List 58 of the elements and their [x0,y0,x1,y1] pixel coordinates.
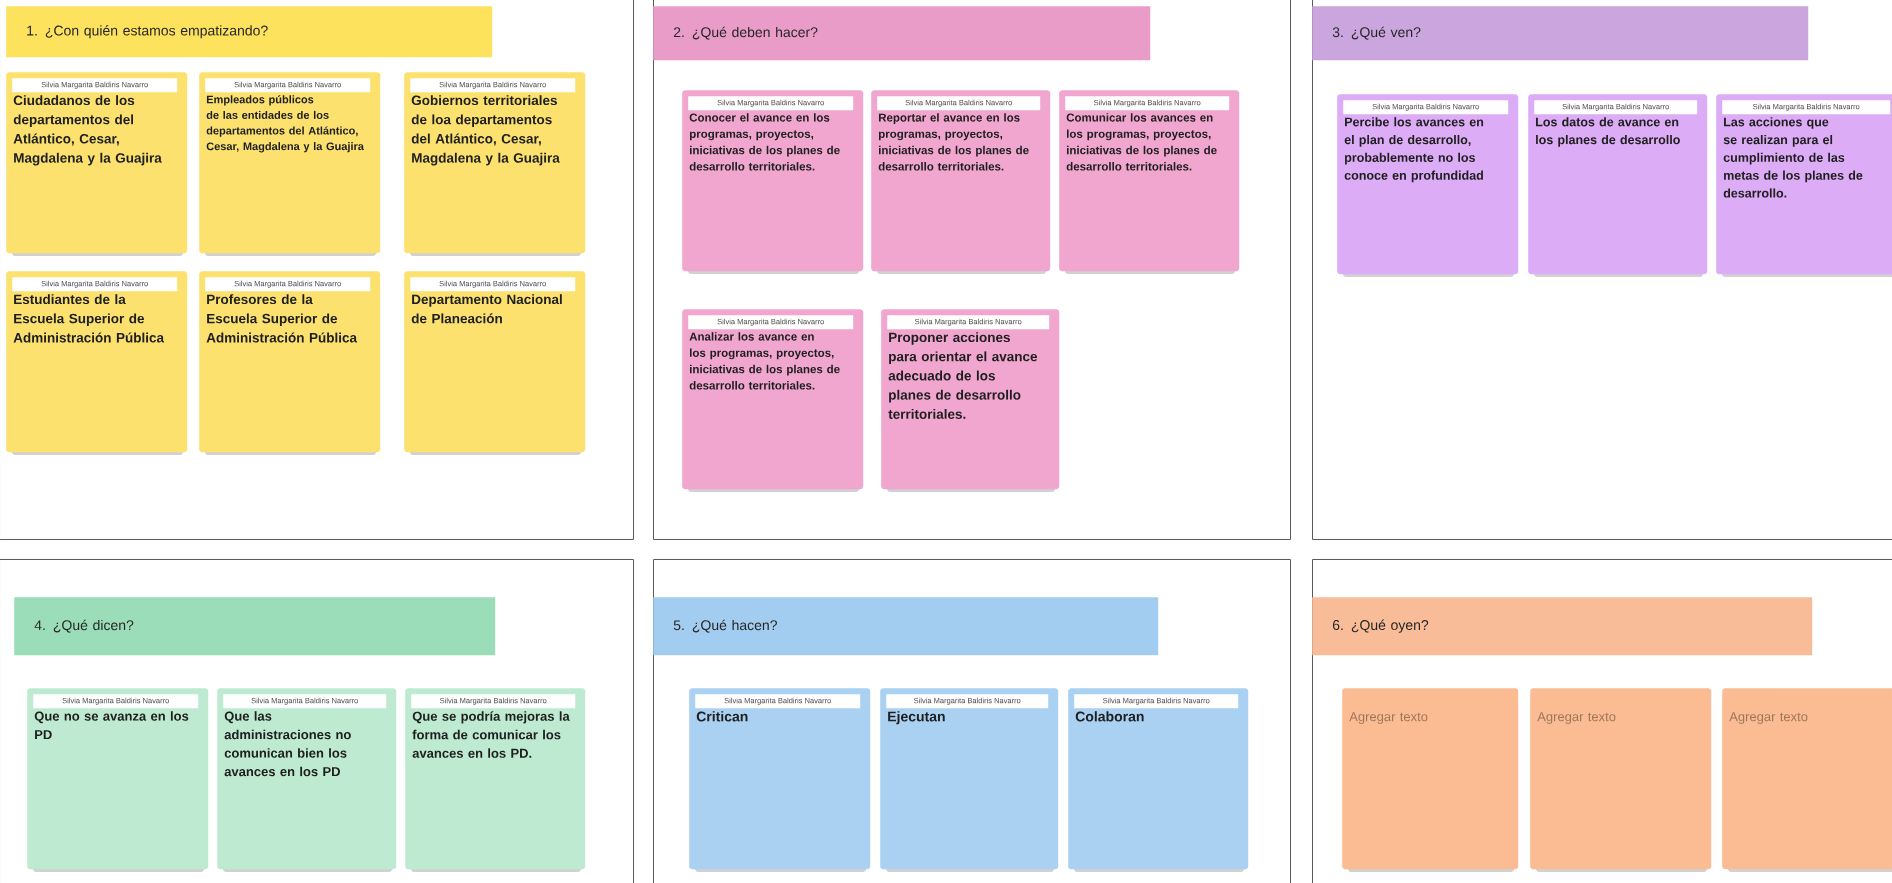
sticky-note [1528,94,1708,275]
sticky-note [881,309,1060,490]
note-text: Comunicar los avances en los programas, proyectos, iniciativas de los planes de desarrollo territoriales. [1066,113,1217,171]
sticky-note [6,72,188,254]
panel-frame [0,0,634,540]
header-band: 1. ¿Con quién estamos empatizando? [6,6,493,58]
panel-frame [653,559,1291,883]
note-text: Agregar texto [1537,712,1616,724]
sticky-note [405,688,586,870]
note-text: Analizar los avance en los programas, proyectos, iniciativas de los planes de desarrollo territoriales. [689,332,840,390]
panel-frame [1312,559,1892,883]
sticky-note [1342,688,1519,870]
note-text: Que las administraciones no comunican bien los avances en los PD [224,711,351,777]
note-text: Proponer acciones para orientar el avance adecuado de los planes de desarrollo territoriales. [888,332,1038,419]
sticky-note [6,271,188,453]
note-text: Agregar texto [1349,712,1428,724]
note-text: Las acciones que se realizan para el cumplimiento de las metas de los planes de desarrollo. [1723,117,1863,198]
note-text: Estudiantes de la Escuela Superior de Administración Pública [13,294,165,343]
header-band: 2. ¿Qué deben hacer? [653,6,1151,61]
note-text: Los datos de avance en los planes de desarrollo [1536,117,1680,147]
note-text: Ejecutan [888,711,945,725]
sticky-note [27,688,209,870]
sticky-note [1068,688,1249,870]
sticky-note [404,271,586,453]
sticky-note [689,688,871,870]
sticky-note [880,688,1059,870]
header-band: 3. ¿Qué ven? [1312,6,1809,61]
panel-frame [1312,0,1892,540]
note-text: Agregar texto [1729,712,1808,724]
sticky-note [1337,94,1519,275]
sticky-note [404,72,586,254]
note-text: Conocer el avance en los programas, proyectos, iniciativas de los planes de desarrollo territoriales. [689,113,840,171]
note-text: Que no se avanza en los PD [34,711,189,740]
header-band: 6. ¿Qué oyen? [1312,597,1813,656]
sticky-note [217,688,397,870]
note-text: Empleados públicos de las entidades de los departamentos del Atlántico, Cesar, Magdalena y la Guajira [206,95,364,153]
note-text: Departamento Nacional de Planeación [411,294,562,324]
sticky-note [871,90,1051,272]
sticky-note [1722,688,1892,870]
sticky-note [1530,688,1712,870]
note-text: Que se podría mejoras la forma de comunicar los avances en los PD. [412,711,570,758]
note-text: Reportar el avance en los programas, proyectos, iniciativas de los planes de desarrollo territoriales. [878,113,1029,171]
sticky-note [199,271,381,453]
note-text: Profesores de la Escuela Superior de Administración Pública [206,294,358,343]
note-text: Critican [696,711,748,722]
header-band: 4. ¿Qué dicen? [14,597,496,656]
header-band: 5. ¿Qué hacen? [653,597,1159,656]
sticky-note [682,90,864,272]
sticky-note [1716,94,1892,275]
note-text: Colaboran [1075,711,1144,722]
sticky-note [199,72,381,254]
sticky-note [682,309,864,490]
note-text: Gobiernos territoriales de loa departamentos del Atlántico, Cesar, Magdalena y la Guajira [411,95,560,166]
panel-frame [653,0,1291,540]
note-text: Ciudadanos de los departamentos del Atlántico, Cesar, Magdalena y la Guajira [13,95,162,166]
note-text: Percibe los avances en el plan de desarrollo, probablemente no los conoce en profundidad [1344,117,1484,183]
panel-frame [0,559,634,883]
sticky-note [1059,90,1240,272]
